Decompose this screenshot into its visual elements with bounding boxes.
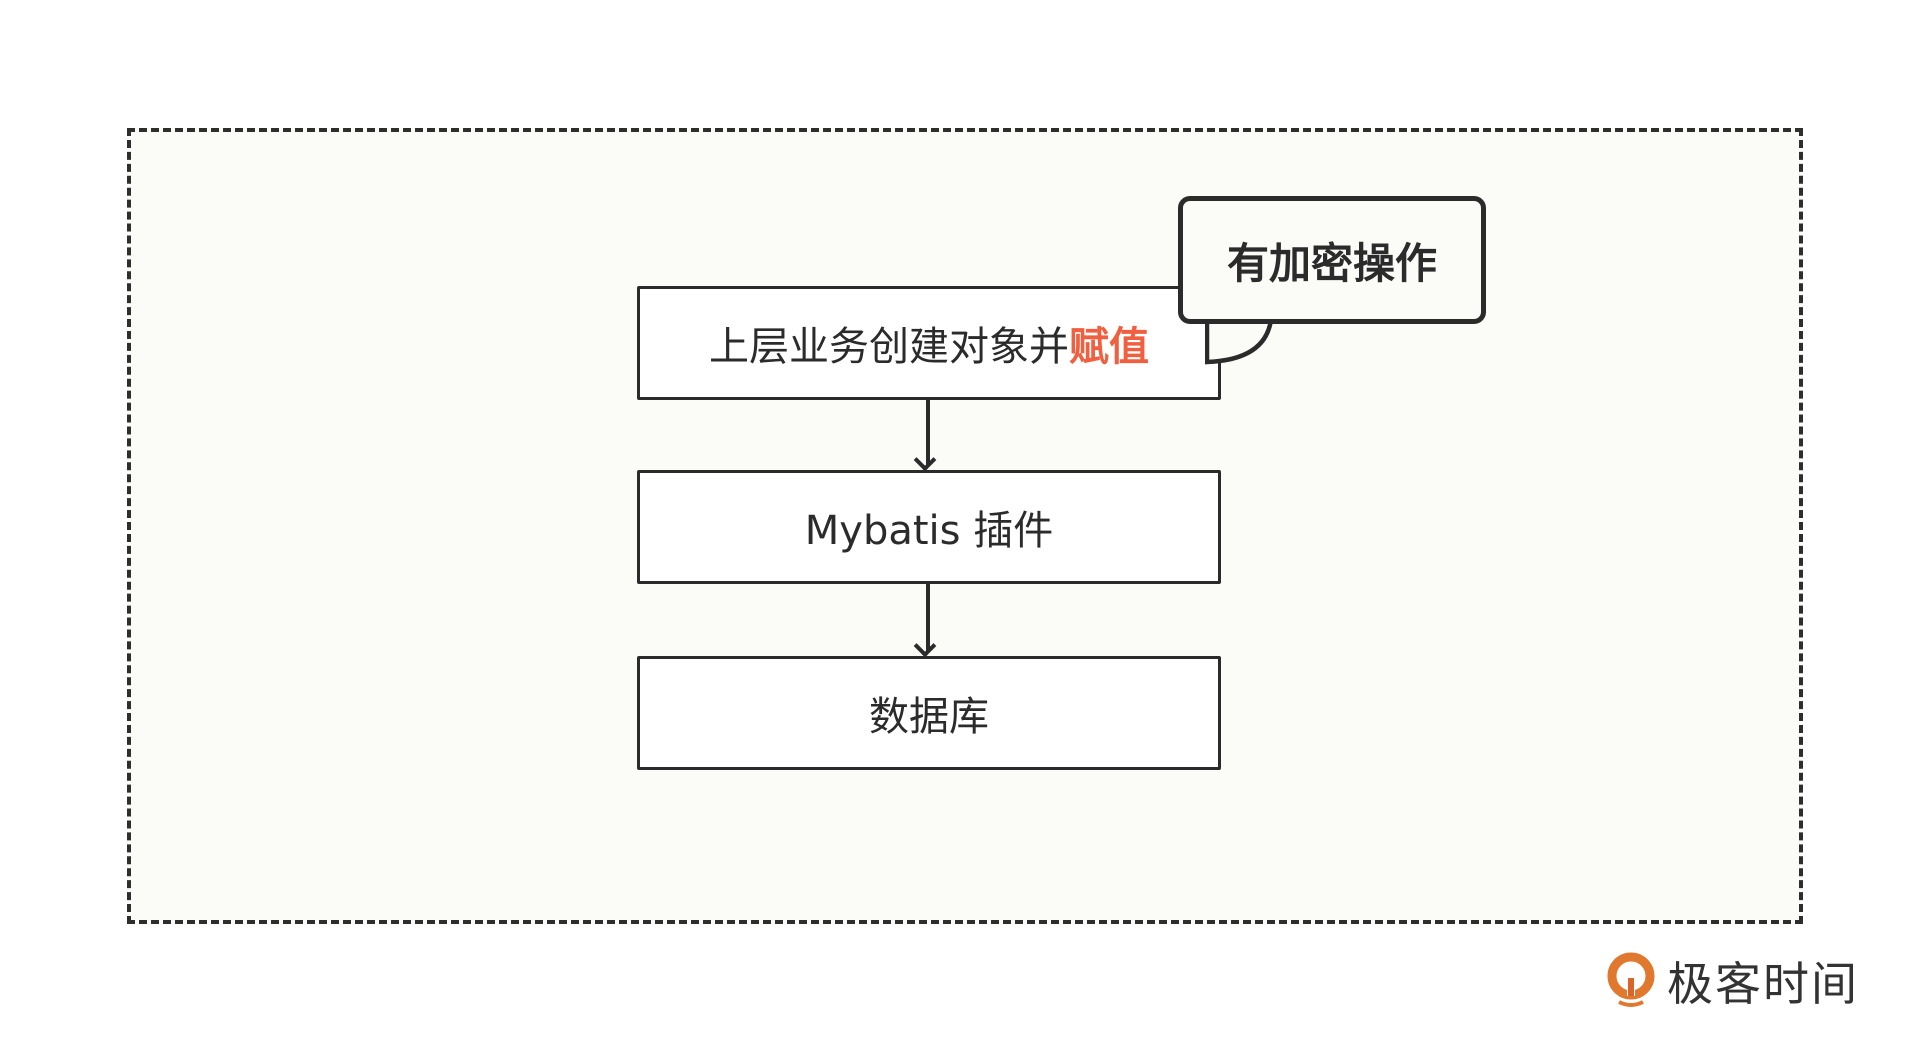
brand-logo: 极客时间 <box>1605 948 1859 1014</box>
callout-tail <box>1205 319 1274 365</box>
arrow-2 <box>926 584 930 652</box>
callout-label: 有加密操作 <box>1226 238 1437 288</box>
mybatis-plugin-label: Mybatis 插件 <box>804 508 1054 554</box>
business-layer-label: 上层业务创建对象并 <box>709 324 1069 370</box>
database-box: 数据库 <box>637 656 1221 770</box>
database-label: 数据库 <box>869 694 989 740</box>
assignment-highlight: 赋值 <box>1069 324 1149 370</box>
geektime-logo-icon <box>1607 952 1655 1007</box>
encryption-callout: 有加密操作 <box>1178 196 1486 324</box>
brand-name: 极客时间 <box>1667 957 1859 1011</box>
mybatis-plugin-box: Mybatis 插件 <box>637 470 1221 584</box>
business-layer-box: 上层业务创建对象并赋值 <box>637 286 1221 400</box>
arrow-1 <box>926 400 930 466</box>
